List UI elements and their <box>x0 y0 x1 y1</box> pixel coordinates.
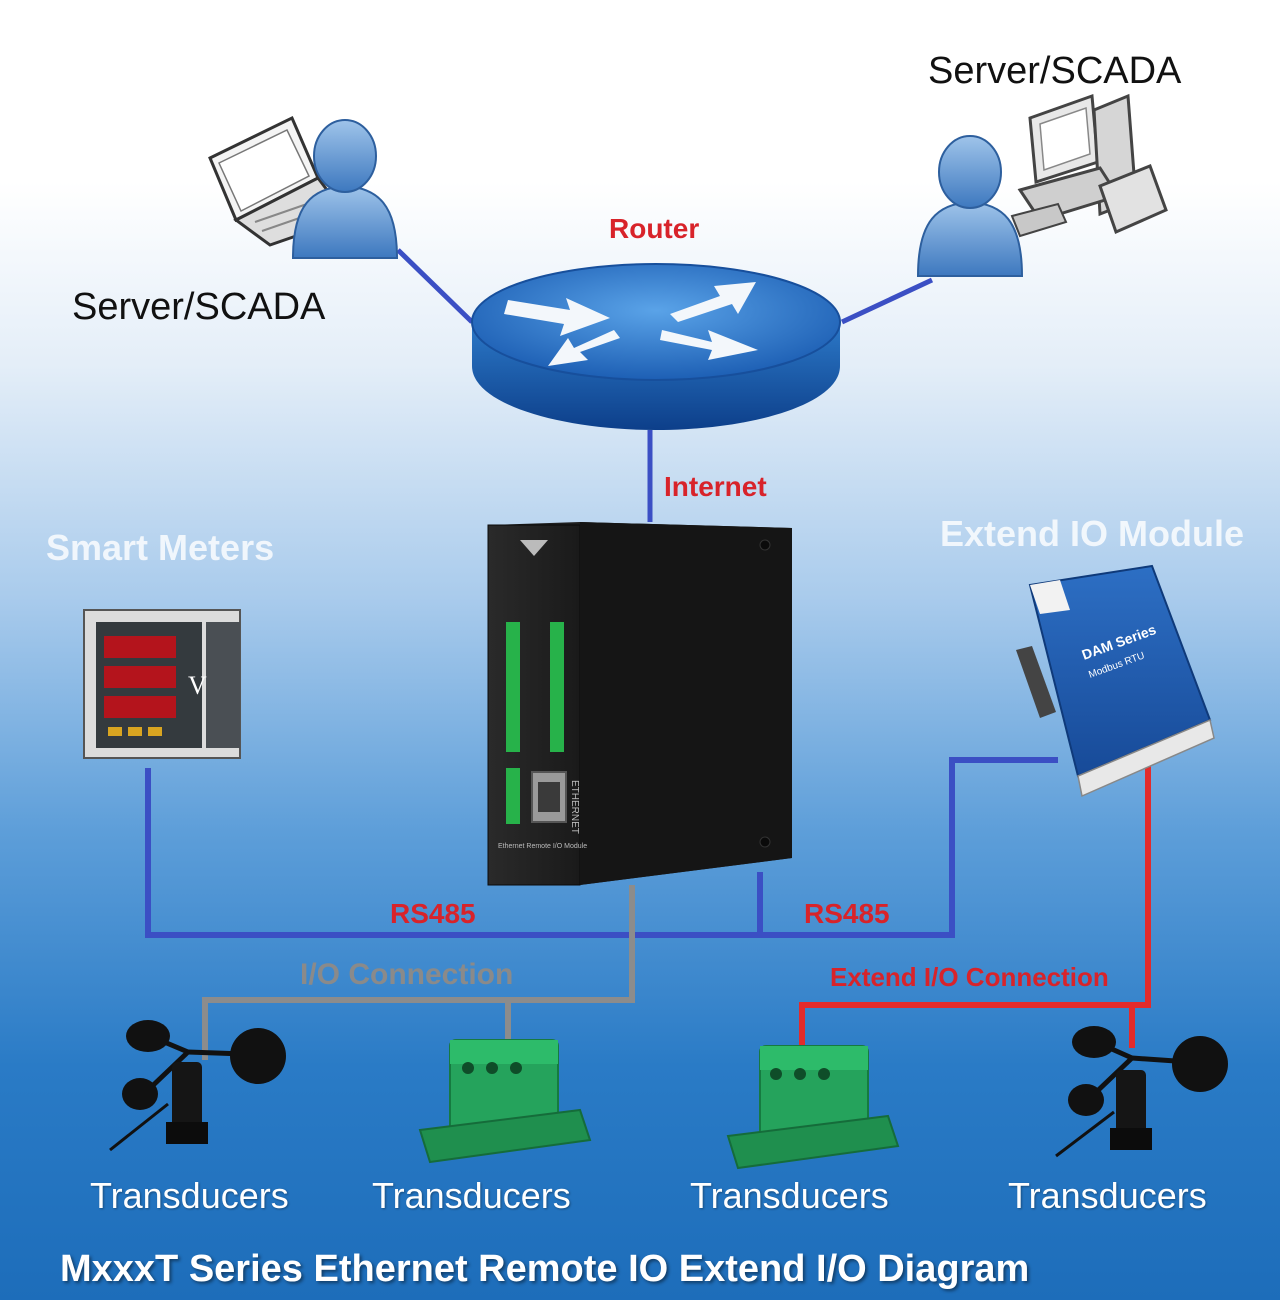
diagram-title: MxxxT Series Ethernet Remote IO Extend I… <box>60 1248 1030 1290</box>
rs485-bus-line <box>145 757 1058 938</box>
workstation-icon <box>1010 93 1168 238</box>
link-laptop-router <box>396 248 474 324</box>
module-side-text: ETHERNET <box>569 780 580 834</box>
transducer-icon-3 <box>726 1045 900 1170</box>
io-connection-line <box>202 885 635 1060</box>
user-icon-right <box>916 135 1024 277</box>
transducer-label-1: Transducers <box>90 1175 289 1216</box>
io-connection-label: I/O Connection <box>300 958 514 991</box>
rs485-label-right: RS485 <box>804 898 890 929</box>
anemometer-icon-left <box>109 1020 286 1152</box>
extend-io-module-label: Extend IO Module <box>940 513 1245 554</box>
link-router-workstation <box>840 277 934 325</box>
router-icon <box>471 263 841 430</box>
ethernet-module-icon <box>487 522 792 886</box>
user-icon-left <box>291 119 399 259</box>
extend-io-connection-label: Extend I/O Connection <box>830 962 1109 992</box>
module-caption-text: Ethernet Remote I/O Module <box>498 843 587 850</box>
internet-label: Internet <box>664 471 767 502</box>
smart-meter-icon <box>83 609 241 759</box>
meter-unit-text: V <box>188 671 207 700</box>
anemometer-icon-right <box>1055 1026 1228 1158</box>
transducer-label-3: Transducers <box>690 1175 889 1216</box>
transducer-icon-2 <box>418 1039 592 1164</box>
smart-meters-label: Smart Meters <box>46 527 275 568</box>
server-scada-label-right: Server/SCADA <box>928 50 1182 92</box>
extend-io-line <box>799 760 1151 1048</box>
router-label: Router <box>609 213 700 244</box>
transducer-label-4: Transducers <box>1008 1175 1207 1216</box>
dam-module-icon <box>1016 564 1215 798</box>
transducer-label-2: Transducers <box>372 1175 571 1216</box>
server-scada-label-left: Server/SCADA <box>72 286 326 328</box>
rs485-label-left: RS485 <box>390 898 476 929</box>
connection-lines <box>145 248 1151 1060</box>
